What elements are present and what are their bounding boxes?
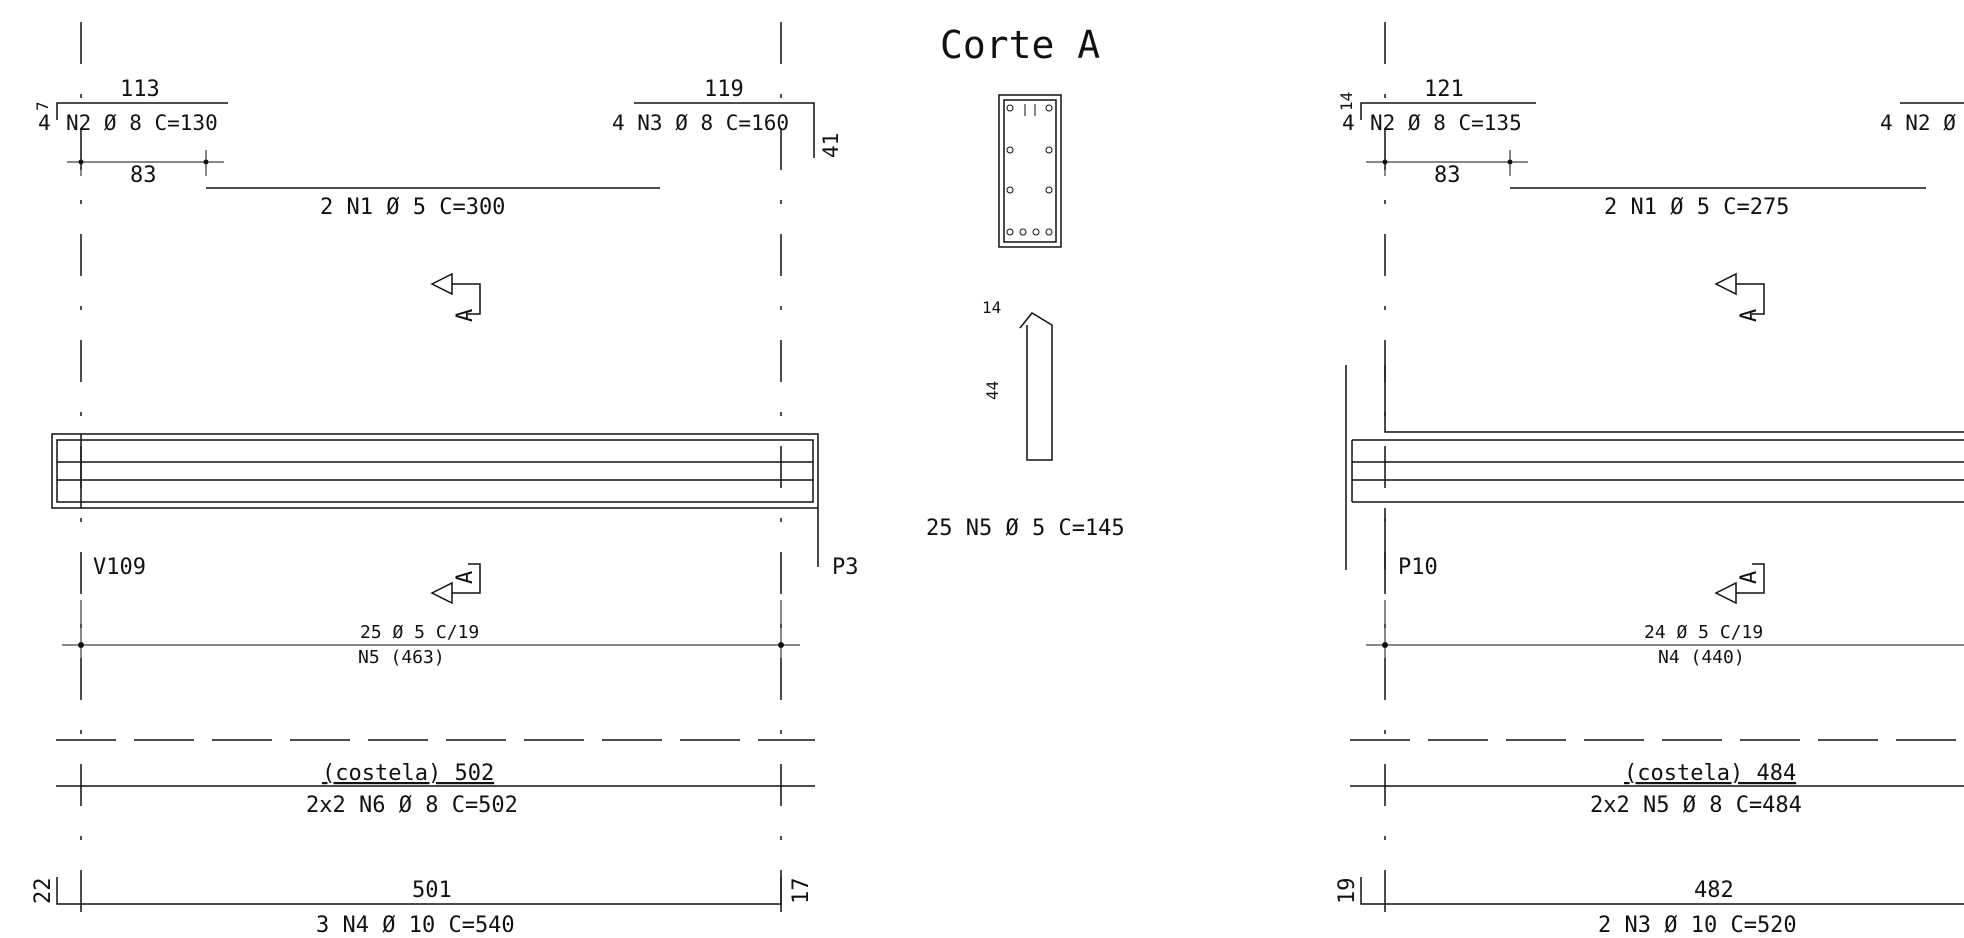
section-mark-letter-2: A — [453, 571, 478, 584]
stirrup-hook-dim: 14 — [982, 298, 1001, 317]
top-right-bar: 119 4 N3 Ø 8 C=160 41 — [612, 77, 843, 158]
right-bottom-length: 482 — [1694, 878, 1734, 903]
beam-left: 113 7 4 N2 Ø 8 C=130 119 4 N3 Ø 8 C=160 … — [31, 22, 859, 938]
right-section-mark-letter: A — [1737, 309, 1762, 322]
beam-right: 121 14 4 N2 Ø 8 C=135 4 N2 Ø 83 2 N1 Ø 5… — [1335, 22, 1964, 938]
stirrup-dimension: 25 Ø 5 C/19 N5 (463) — [62, 600, 800, 668]
right-bottom-left-hook: 19 — [1335, 878, 1360, 905]
bottom-left-hook: 22 — [31, 878, 56, 905]
right-bottom-bar: 19 482 2 N3 Ø 10 C=520 — [1335, 877, 1964, 938]
beam-elevation: P3 V109 — [51, 433, 859, 580]
top-left-bar: 113 7 4 N2 Ø 8 C=130 — [33, 77, 228, 135]
offset-dimension: 83 — [67, 150, 224, 188]
right-top-left-hook-b: 4 — [1342, 111, 1355, 135]
right-top-left-label: N2 Ø 8 C=135 — [1370, 111, 1522, 135]
right-top-left-hook: 14 — [1337, 92, 1356, 111]
right-stirrups-line2: N4 (440) — [1658, 647, 1745, 668]
right-top-right-label: 4 N2 Ø — [1880, 111, 1956, 135]
offset-dim-value: 83 — [130, 163, 157, 188]
section-title: Corte A — [940, 23, 1100, 67]
section-detail: Corte A 14 44 25 N5 Ø 5 C=145 — [926, 23, 1125, 541]
support-label-p3: P3 — [832, 555, 859, 580]
right-section-mark-bottom: A — [1714, 563, 1765, 605]
top-left-length: 113 — [120, 77, 160, 102]
right-rib-label: (costela) 484 — [1624, 761, 1796, 786]
bottom-right-hook: 17 — [789, 878, 814, 905]
stirrups-line1: 25 Ø 5 C/19 — [360, 622, 479, 643]
bottom-length: 501 — [412, 878, 452, 903]
rib-bar-label: 2x2 N6 Ø 8 C=502 — [306, 793, 518, 818]
top-bar-n1-label: 2 N1 Ø 5 C=300 — [320, 195, 505, 220]
right-top-left-length: 121 — [1424, 77, 1464, 102]
stirrup-label: 25 N5 Ø 5 C=145 — [926, 516, 1125, 541]
top-right-bar-label: 4 N3 Ø 8 C=160 — [612, 111, 789, 135]
section-stirrup — [1003, 99, 1057, 243]
beam-name: V109 — [93, 555, 146, 580]
bottom-bar-label: 3 N4 Ø 10 C=540 — [316, 913, 515, 938]
right-section-mark-top: A — [1714, 272, 1765, 322]
top-right-length: 119 — [704, 77, 744, 102]
right-rib-bar-label: 2x2 N5 Ø 8 C=484 — [1590, 793, 1802, 818]
section-bars — [1006, 104, 1053, 236]
right-beam-elevation: P10 — [1345, 365, 1964, 580]
top-left-hook-b: 4 — [38, 111, 51, 135]
stirrups-line2: N5 (463) — [358, 647, 445, 668]
section-mark-bottom: A — [430, 563, 481, 605]
right-top-bar-n1-label: 2 N1 Ø 5 C=275 — [1604, 195, 1789, 220]
top-left-hook: 7 — [33, 101, 52, 111]
bottom-bar: 22 501 17 3 N4 Ø 10 C=540 — [31, 877, 814, 938]
section-mark-top: A — [430, 272, 481, 322]
top-right-hook: 41 — [819, 133, 843, 158]
top-left-bar-label: N2 Ø 8 C=130 — [66, 111, 218, 135]
right-offset-dimension: 83 — [1366, 150, 1528, 188]
right-top-left-bar: 121 14 4 N2 Ø 8 C=135 — [1337, 77, 1536, 135]
stirrup-shape: 14 44 25 N5 Ø 5 C=145 — [926, 298, 1125, 541]
right-stirrups-line1: 24 Ø 5 C/19 — [1644, 622, 1763, 643]
right-bottom-bar-label: 2 N3 Ø 10 C=520 — [1598, 913, 1797, 938]
section-mark-letter: A — [453, 309, 478, 322]
right-offset-dim-value: 83 — [1434, 163, 1461, 188]
section-outline — [998, 94, 1062, 248]
rib-label: (costela) 502 — [322, 761, 494, 786]
support-label-p10: P10 — [1398, 555, 1438, 580]
stirrup-height-dim: 44 — [983, 381, 1002, 400]
right-stirrup-dimension: 24 Ø 5 C/19 N4 (440) — [1366, 600, 1964, 668]
right-section-mark-letter-2: A — [1737, 571, 1762, 584]
